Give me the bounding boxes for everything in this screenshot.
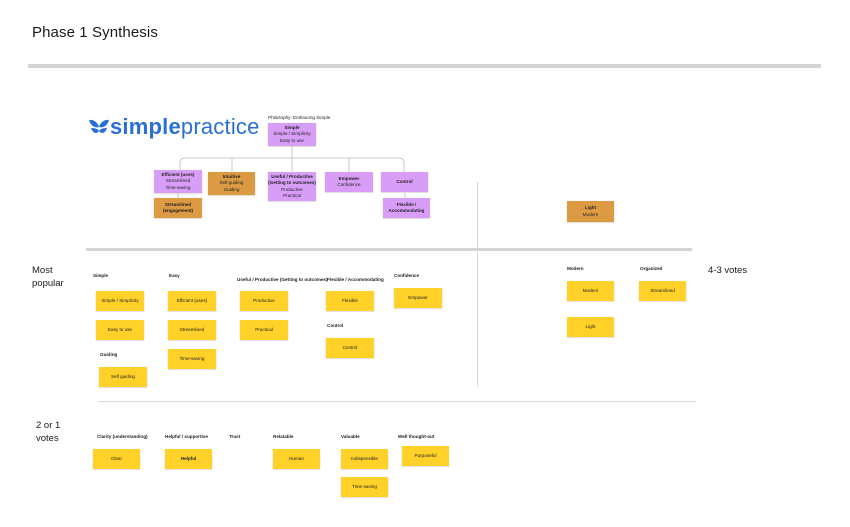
sticky-text: Light	[585, 323, 596, 329]
sticky-streamlined-organized[interactable]: Streamlined	[639, 281, 686, 301]
sticky-purposeful[interactable]: Purposeful	[402, 446, 449, 466]
group-label-easy: Easy	[169, 273, 180, 278]
sticky-text: Helpful	[180, 455, 197, 461]
group-label-confidence: Confidence	[394, 273, 420, 278]
sticky-line: Guiding	[223, 186, 240, 192]
section-4-3-votes: 4-3 votes	[708, 265, 748, 276]
sticky-text: Productive	[253, 297, 275, 303]
sticky-self-guiding[interactable]: Self guiding	[99, 367, 147, 387]
sticky-empower[interactable]: Empower Confidence	[325, 172, 373, 192]
sticky-light[interactable]: Light	[567, 317, 614, 337]
sticky-root-simple[interactable]: Simple Simple / Simplicity Easy to use	[268, 123, 316, 146]
sticky-text: Practical	[255, 326, 273, 332]
sticky-efficient[interactable]: Efficient (uses) Streamlined Time-saving	[154, 170, 202, 193]
sticky-line: Confidence	[337, 182, 361, 187]
sticky-time-saving[interactable]: Time-saving	[168, 349, 216, 369]
sticky-text: Empower	[408, 294, 428, 300]
sticky-time-saving-valuable[interactable]: Time-saving	[341, 477, 388, 497]
sticky-text: Modern	[582, 287, 599, 293]
sticky-title: Flexible / Accommodating	[388, 201, 425, 213]
page-title: Phase 1 Synthesis	[32, 24, 158, 41]
sticky-control-note[interactable]: Control	[326, 338, 374, 358]
group-label-trust: Trust	[229, 434, 241, 439]
sticky-modern[interactable]: Modern	[567, 281, 614, 301]
sticky-helpful[interactable]: Helpful	[165, 449, 212, 469]
butterfly-icon	[89, 119, 109, 133]
group-label-control: Control	[327, 323, 344, 328]
sticky-simple-simplicity[interactable]: Simple / Simplicity	[96, 291, 144, 311]
group-label-modern: Modern	[567, 266, 584, 271]
sticky-line: Practical	[283, 192, 301, 198]
sticky-title: Useful / Productive (Getting to outcomes…	[268, 174, 316, 186]
sticky-line: Streamlined	[165, 178, 191, 184]
sticky-line: Modern	[582, 211, 599, 217]
group-label-valuable: Valuable	[341, 434, 360, 439]
sticky-text: Time-saving	[179, 355, 205, 361]
philosophy-label: Philosophy: Embracing Simple	[268, 115, 331, 120]
sticky-title: Control	[396, 178, 413, 184]
sticky-human[interactable]: Human	[273, 449, 320, 469]
group-label-guiding: Guiding	[100, 352, 118, 357]
most-popular-divider	[86, 248, 692, 251]
group-label-well-thought-out: Well thought-out	[398, 434, 435, 439]
sticky-text: Streamlined	[650, 287, 675, 293]
sticky-text: Clear	[111, 455, 122, 461]
sticky-text: Purposeful	[414, 452, 437, 458]
group-label-useful: Useful / Productive (Getting to outcomes…	[237, 277, 328, 282]
sticky-control[interactable]: Control	[381, 172, 428, 192]
vertical-divider	[477, 182, 478, 387]
sticky-title: Light	[584, 205, 597, 211]
sticky-indispensible[interactable]: Indispensible	[341, 449, 388, 469]
sticky-title: Efficient (uses)	[161, 172, 195, 178]
sticky-line: Simple / Simplicity	[273, 131, 311, 137]
sticky-text: Easy to use	[107, 326, 132, 332]
group-label-flexible: Flexible / Accommodating	[327, 277, 384, 282]
sticky-flexible[interactable]: Flexible	[326, 291, 374, 311]
sticky-line: Productive	[281, 186, 303, 192]
sticky-streamlined[interactable]: Streamlined	[168, 320, 216, 340]
title-divider	[28, 64, 821, 68]
sticky-line: Time-saving	[165, 184, 191, 190]
sticky-text: Streamlined	[179, 326, 205, 332]
sticky-light-modern[interactable]: Light Modern	[567, 201, 614, 222]
sticky-text: Efficient (uses)	[176, 297, 208, 303]
logo-wordmark: simplepractice	[110, 114, 260, 139]
sticky-clear[interactable]: Clear	[93, 449, 140, 469]
sticky-title: Intuitive	[222, 174, 241, 180]
sticky-text: Time-saving	[352, 483, 377, 489]
sticky-streamlined-engagement[interactable]: Streamlined (engagement)	[154, 198, 202, 218]
sticky-text: Self guiding	[110, 373, 135, 379]
sticky-efficient-uses[interactable]: Efficient (uses)	[168, 291, 216, 311]
section-2-1-votes: 2 or 1 votes	[36, 420, 61, 444]
group-label-relatable: Relatable	[273, 434, 294, 439]
sticky-title: Streamlined (engagement)	[162, 201, 194, 213]
sticky-flexible-accommodating[interactable]: Flexible / Accommodating	[383, 198, 430, 218]
group-label-clarity: Clarity (understanding)	[97, 434, 148, 439]
section-most-popular: Most popular	[32, 265, 64, 289]
sticky-text: Simple / Simplicity	[101, 297, 139, 303]
two-one-divider	[98, 401, 696, 402]
sticky-intuitive[interactable]: Intuitive Self guiding Guiding	[208, 172, 255, 195]
sticky-easy-to-use[interactable]: Easy to use	[96, 320, 144, 340]
sticky-line: Easy to use	[279, 137, 304, 143]
sticky-line: Self guiding	[219, 180, 244, 186]
group-label-simple: Simple	[93, 273, 109, 278]
sticky-productive[interactable]: Productive	[240, 291, 288, 311]
sticky-useful-productive[interactable]: Useful / Productive (Getting to outcomes…	[268, 172, 316, 201]
sticky-text: Control	[342, 344, 358, 350]
sticky-text: Human	[289, 455, 304, 461]
sticky-title: Simple	[284, 125, 300, 131]
sticky-practical[interactable]: Practical	[240, 320, 288, 340]
sticky-text: Flexible	[342, 297, 358, 303]
sticky-empower-note[interactable]: Empower	[394, 288, 442, 308]
group-label-helpful: Helpful / supportive	[165, 434, 208, 439]
group-label-organized: Organized	[640, 266, 663, 271]
sticky-title: Empower	[338, 175, 360, 181]
sticky-text: Indispensible	[351, 455, 378, 461]
simplepractice-logo: simplepractice	[88, 114, 260, 140]
